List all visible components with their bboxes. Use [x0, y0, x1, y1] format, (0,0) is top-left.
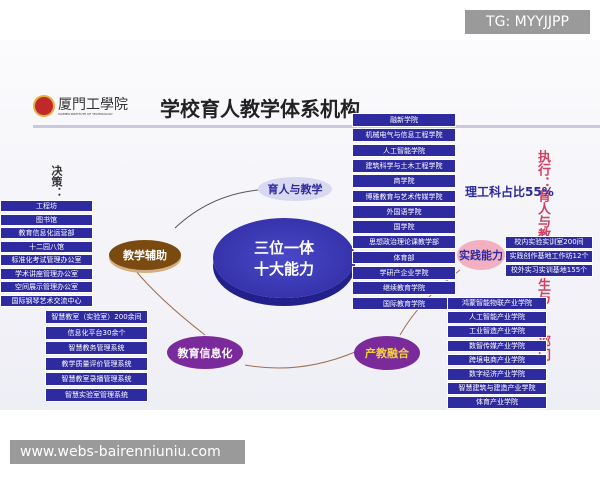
info-item: 教学质量评价管理系统	[45, 356, 148, 371]
execute-label: 执行：育人与教	[535, 150, 550, 241]
college-item: 体育部	[352, 250, 456, 265]
school-name-en: XIAMEN INSTITUTE OF TECHNOLOGY	[58, 112, 113, 116]
industry-item: 鸿蒙智能物联产业学院	[447, 297, 547, 310]
node-teaching[interactable]: 育人与教学	[258, 177, 332, 201]
college-item: 国际教育学院	[352, 296, 456, 311]
support-item: 图书馆	[0, 213, 93, 226]
industry-item: 数字经济产业学院	[447, 368, 547, 381]
info-item: 智慧教室录播管理系统	[45, 372, 148, 386]
support-item: 国际钢琴艺术交流中心	[0, 294, 93, 307]
watermark-bottom: www.webs-bairenniuniu.com	[10, 440, 245, 464]
practice-item: 校内实验实训室200间	[505, 236, 593, 249]
school-name: 厦門工學院	[58, 97, 128, 113]
industry-item: 工业智造产业学院	[447, 325, 547, 339]
industry-item: 跨境电商产业学院	[447, 353, 547, 367]
support-item: 标准化考试管理办公室	[0, 254, 93, 266]
info-item: 智慧实验室管理系统	[45, 387, 148, 402]
node-practice[interactable]: 实践能力	[457, 240, 505, 270]
center-line-2: 十大能力	[253, 260, 314, 278]
practice-item: 校外实习实训基地155个	[505, 264, 593, 277]
support-item: 空间展示管理办公室	[0, 281, 93, 293]
ratio-label: 理工科占比55%	[465, 185, 554, 199]
industry-item: 智慧建筑与建造产业学院	[447, 382, 547, 395]
support-item: 工程坊	[0, 200, 93, 212]
page-title: 学校育人教学体系机构	[160, 97, 360, 121]
info-item: 智慧教室（实验室）200余间	[45, 310, 148, 324]
college-item: 思想政治理论课教学部	[352, 235, 456, 250]
college-item: 学研产企业学院	[352, 266, 456, 280]
watermark-top: TG: MYYJJPP	[465, 10, 590, 34]
center-line-1: 三位一体	[253, 239, 314, 257]
support-item: 学术讲座管理办公室	[0, 267, 93, 280]
industry-item: 人工智能产业学院	[447, 311, 547, 324]
title-divider	[33, 125, 600, 128]
decision-label: 决策：	[50, 165, 63, 198]
info-item: 智慧教务管理系统	[45, 341, 148, 355]
college-item: 建筑科学与土木工程学院	[352, 158, 456, 173]
center-ellipse: 三位一体 十大能力	[213, 218, 355, 298]
industry-item: 数智传媒产业学院	[447, 339, 547, 353]
school-logo	[33, 95, 55, 117]
college-item: 国学院	[352, 220, 456, 234]
college-item: 商学院	[352, 174, 456, 188]
support-item: 教育信息化运营部	[0, 227, 93, 239]
college-item: 博雅教育与艺术传媒学院	[352, 189, 456, 204]
node-industry[interactable]: 产教融合	[354, 336, 420, 370]
industry-item: 体育产业学院	[447, 396, 547, 410]
college-item: 人工智能学院	[352, 143, 456, 158]
node-info[interactable]: 教育信息化	[167, 336, 243, 369]
node-support[interactable]: 教学辅助	[109, 240, 181, 270]
college-item: 继续教育学院	[352, 281, 456, 296]
practice-item: 实践创作基地工作坊12个	[505, 250, 593, 263]
college-item: 机械电气与信息工程学院	[352, 128, 456, 143]
college-item: 外国语学院	[352, 204, 456, 219]
info-item: 信息化平台30余个	[45, 325, 148, 340]
college-item: 融新学院	[352, 113, 456, 127]
support-item: 十二园八馆	[0, 240, 93, 253]
